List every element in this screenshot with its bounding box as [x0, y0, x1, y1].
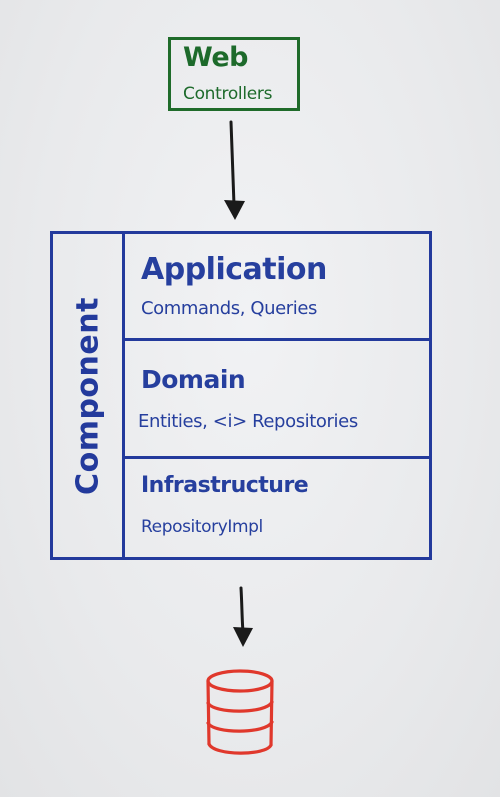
arrow-down-icon — [233, 586, 253, 647]
arrow-down-icon — [224, 120, 245, 220]
component-box: Component Application Commands, Queries … — [50, 231, 432, 560]
infrastructure-layer-subtitle: RepositoryImpl — [141, 517, 263, 537]
database-icon — [206, 669, 274, 755]
component-label-area: Component — [53, 234, 122, 557]
web-layer-subtitle: Controllers — [183, 84, 273, 104]
web-layer-title: Web — [183, 42, 248, 73]
application-layer-subtitle: Commands, Queries — [141, 298, 318, 319]
infrastructure-layer-title: Infrastructure — [141, 473, 309, 498]
domain-layer-title: Domain — [141, 365, 246, 394]
domain-layer-subtitle: Entities, <i> Repositories — [138, 411, 358, 432]
infrastructure-layer: Infrastructure RepositoryImpl — [125, 459, 429, 557]
domain-layer: Domain Entities, <i> Repositories — [125, 341, 429, 459]
component-divider — [122, 234, 125, 557]
application-layer: Application Commands, Queries — [125, 234, 429, 341]
web-layer-box: Web Controllers — [168, 37, 300, 111]
component-label: Component — [70, 296, 105, 495]
application-layer-title: Application — [141, 252, 327, 287]
